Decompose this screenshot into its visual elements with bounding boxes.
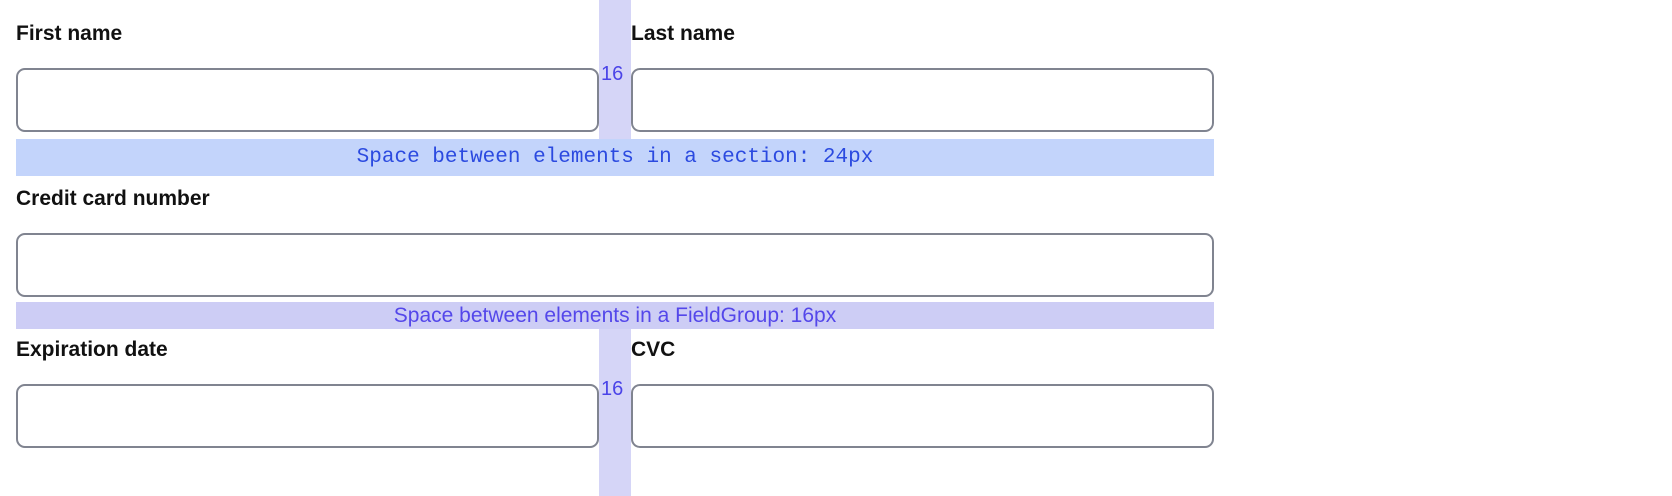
label-credit-card-number: Credit card number (16, 187, 210, 210)
input-last-name[interactable] (631, 68, 1214, 132)
label-first-name: First name (16, 22, 123, 45)
gutter-row-3 (599, 329, 631, 496)
gutter-row-1 (599, 0, 631, 139)
input-expiration-date[interactable] (16, 384, 599, 448)
annotation-band-section-gap-text: Space between elements in a section: 24p… (356, 146, 874, 169)
gutter-label-row-3: 16 (601, 378, 624, 400)
label-cvc: CVC (631, 338, 676, 361)
gutter-label-row-1: 16 (601, 63, 624, 85)
annotation-band-fieldgroup-gap: Space between elements in a FieldGroup: … (16, 302, 1214, 329)
input-credit-card-number[interactable] (16, 233, 1214, 297)
annotation-band-section-gap: Space between elements in a section: 24p… (16, 139, 1214, 176)
label-last-name: Last name (631, 22, 735, 45)
annotation-band-fieldgroup-gap-text: Space between elements in a FieldGroup: … (393, 303, 837, 327)
label-expiration-date: Expiration date (16, 338, 168, 361)
input-first-name[interactable] (16, 68, 599, 132)
input-cvc[interactable] (631, 384, 1214, 448)
